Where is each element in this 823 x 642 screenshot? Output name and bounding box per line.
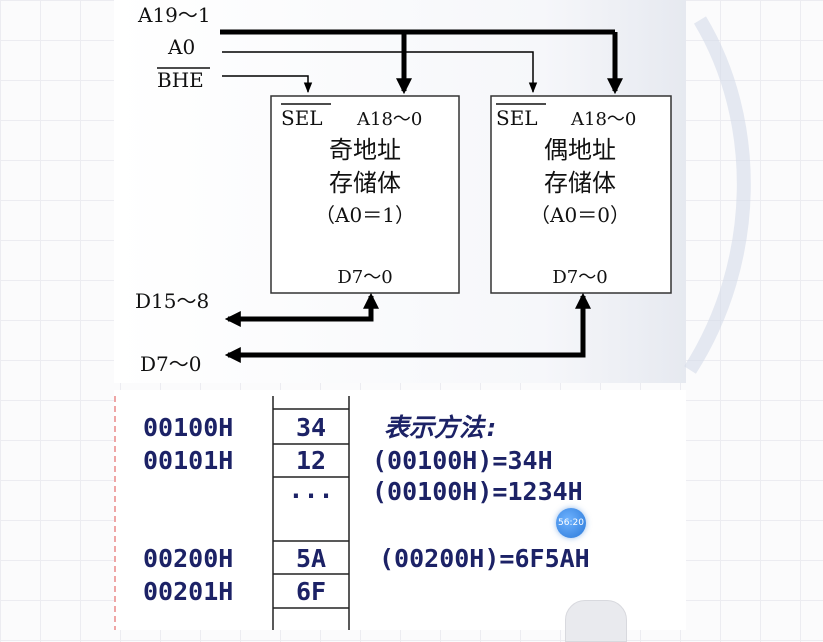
even-bank-sel: SEL <box>496 106 538 130</box>
d-high-label: D15～8 <box>135 289 209 313</box>
notation-title: 表示方法: <box>384 413 499 442</box>
memory-value: 6F <box>296 577 326 606</box>
a0-line <box>222 51 538 94</box>
a0-label: A0 <box>167 35 195 59</box>
playback-timer-badge[interactable]: 56:20 <box>556 508 586 538</box>
memory-address: 00100H <box>143 413 233 442</box>
memory-address: 00101H <box>143 446 233 475</box>
odd-memory-bank: SEL A18～0 奇地址 存储体 （A0＝1） D7～0 <box>270 95 460 294</box>
bottom-slide-background <box>114 390 686 630</box>
even-memory-bank: SEL A18～0 偶地址 存储体 （A0＝0） D7～0 <box>490 95 672 294</box>
bhe-label: BHE <box>157 68 204 92</box>
even-bank-name2: 存储体 <box>544 169 616 197</box>
memory-address: 00200H <box>143 544 233 573</box>
memory-value: 34 <box>296 413 326 442</box>
notation-line: (00200H)=6F5AH <box>379 544 590 573</box>
memory-ellipsis: ... <box>288 475 333 504</box>
odd-bank-sel: SEL <box>281 106 323 130</box>
data-bus-low <box>224 292 592 364</box>
odd-bank-data: D7～0 <box>337 267 392 288</box>
memory-value: 12 <box>296 446 326 475</box>
even-bank-data: D7～0 <box>552 267 607 288</box>
memory-address: 00201H <box>143 577 233 606</box>
odd-bank-name1: 奇地址 <box>329 136 401 164</box>
slide-swoosh-decoration <box>684 16 751 374</box>
odd-bank-name2: 存储体 <box>329 169 401 197</box>
notation-line: (00100H)=34H <box>372 446 553 475</box>
odd-bank-box <box>270 95 460 294</box>
odd-bank-addr: A18～0 <box>356 109 422 130</box>
floating-widget[interactable] <box>565 600 627 642</box>
notation-line: (00100H)=1234H <box>372 477 583 506</box>
even-bank-name1: 偶地址 <box>544 136 616 164</box>
memory-table: 00100H 34 00101H 12 ... 00200H 5A 00201H… <box>143 396 350 630</box>
even-bank-cond: （A0＝0） <box>530 203 630 227</box>
d-low-label: D7～0 <box>140 352 201 376</box>
bhe-line <box>222 75 313 94</box>
memory-value: 5A <box>296 544 326 573</box>
odd-bank-cond: （A0＝1） <box>315 203 415 227</box>
addr-bus-label: A19～1 <box>137 3 211 27</box>
even-bank-addr: A18～0 <box>570 109 636 130</box>
